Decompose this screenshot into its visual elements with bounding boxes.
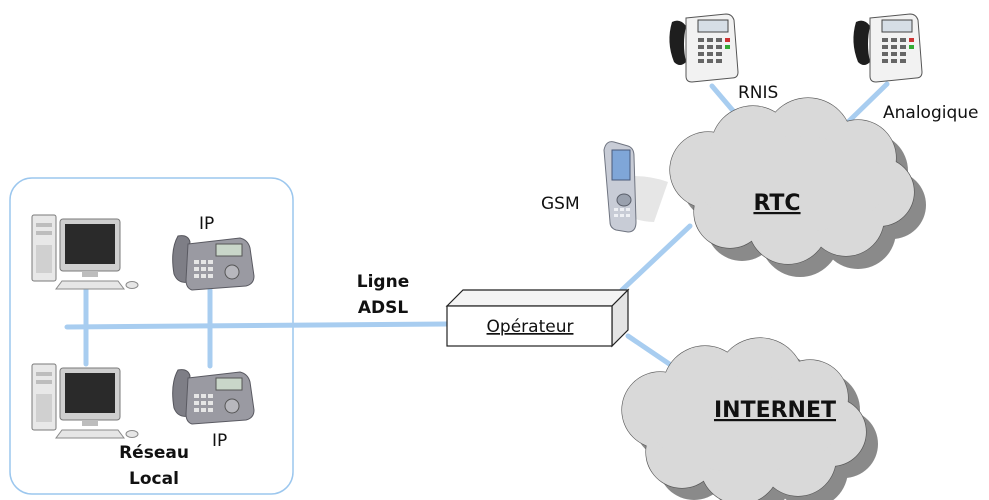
lan-box (9, 177, 294, 495)
label-lan-line2: Local (129, 469, 179, 489)
ip-phone-icon (172, 235, 255, 291)
ip-phone-icon (172, 369, 255, 425)
desk-phone-icon (852, 13, 923, 83)
label-rtc: RTC (753, 191, 800, 216)
label-ip-top: IP (199, 214, 214, 234)
desktop-computer-icon (31, 363, 139, 439)
label-internet: INTERNET (714, 398, 836, 423)
desktop-computer-icon (31, 214, 139, 290)
label-rnis: RNIS (738, 83, 778, 103)
label-gsm: GSM (541, 194, 580, 214)
label-adsl-line1: Ligne (357, 272, 409, 292)
mobile-phone-icon (603, 141, 668, 233)
label-operator: Opérateur (487, 317, 574, 337)
label-adsl-line2: ADSL (358, 298, 409, 318)
label-analog: Analogique (883, 103, 978, 123)
label-lan-line1: Réseau (119, 443, 189, 463)
label-ip-bottom: IP (212, 431, 227, 451)
operator-box (445, 288, 630, 348)
desk-phone-icon (668, 13, 739, 83)
cloud-icon (669, 97, 926, 277)
